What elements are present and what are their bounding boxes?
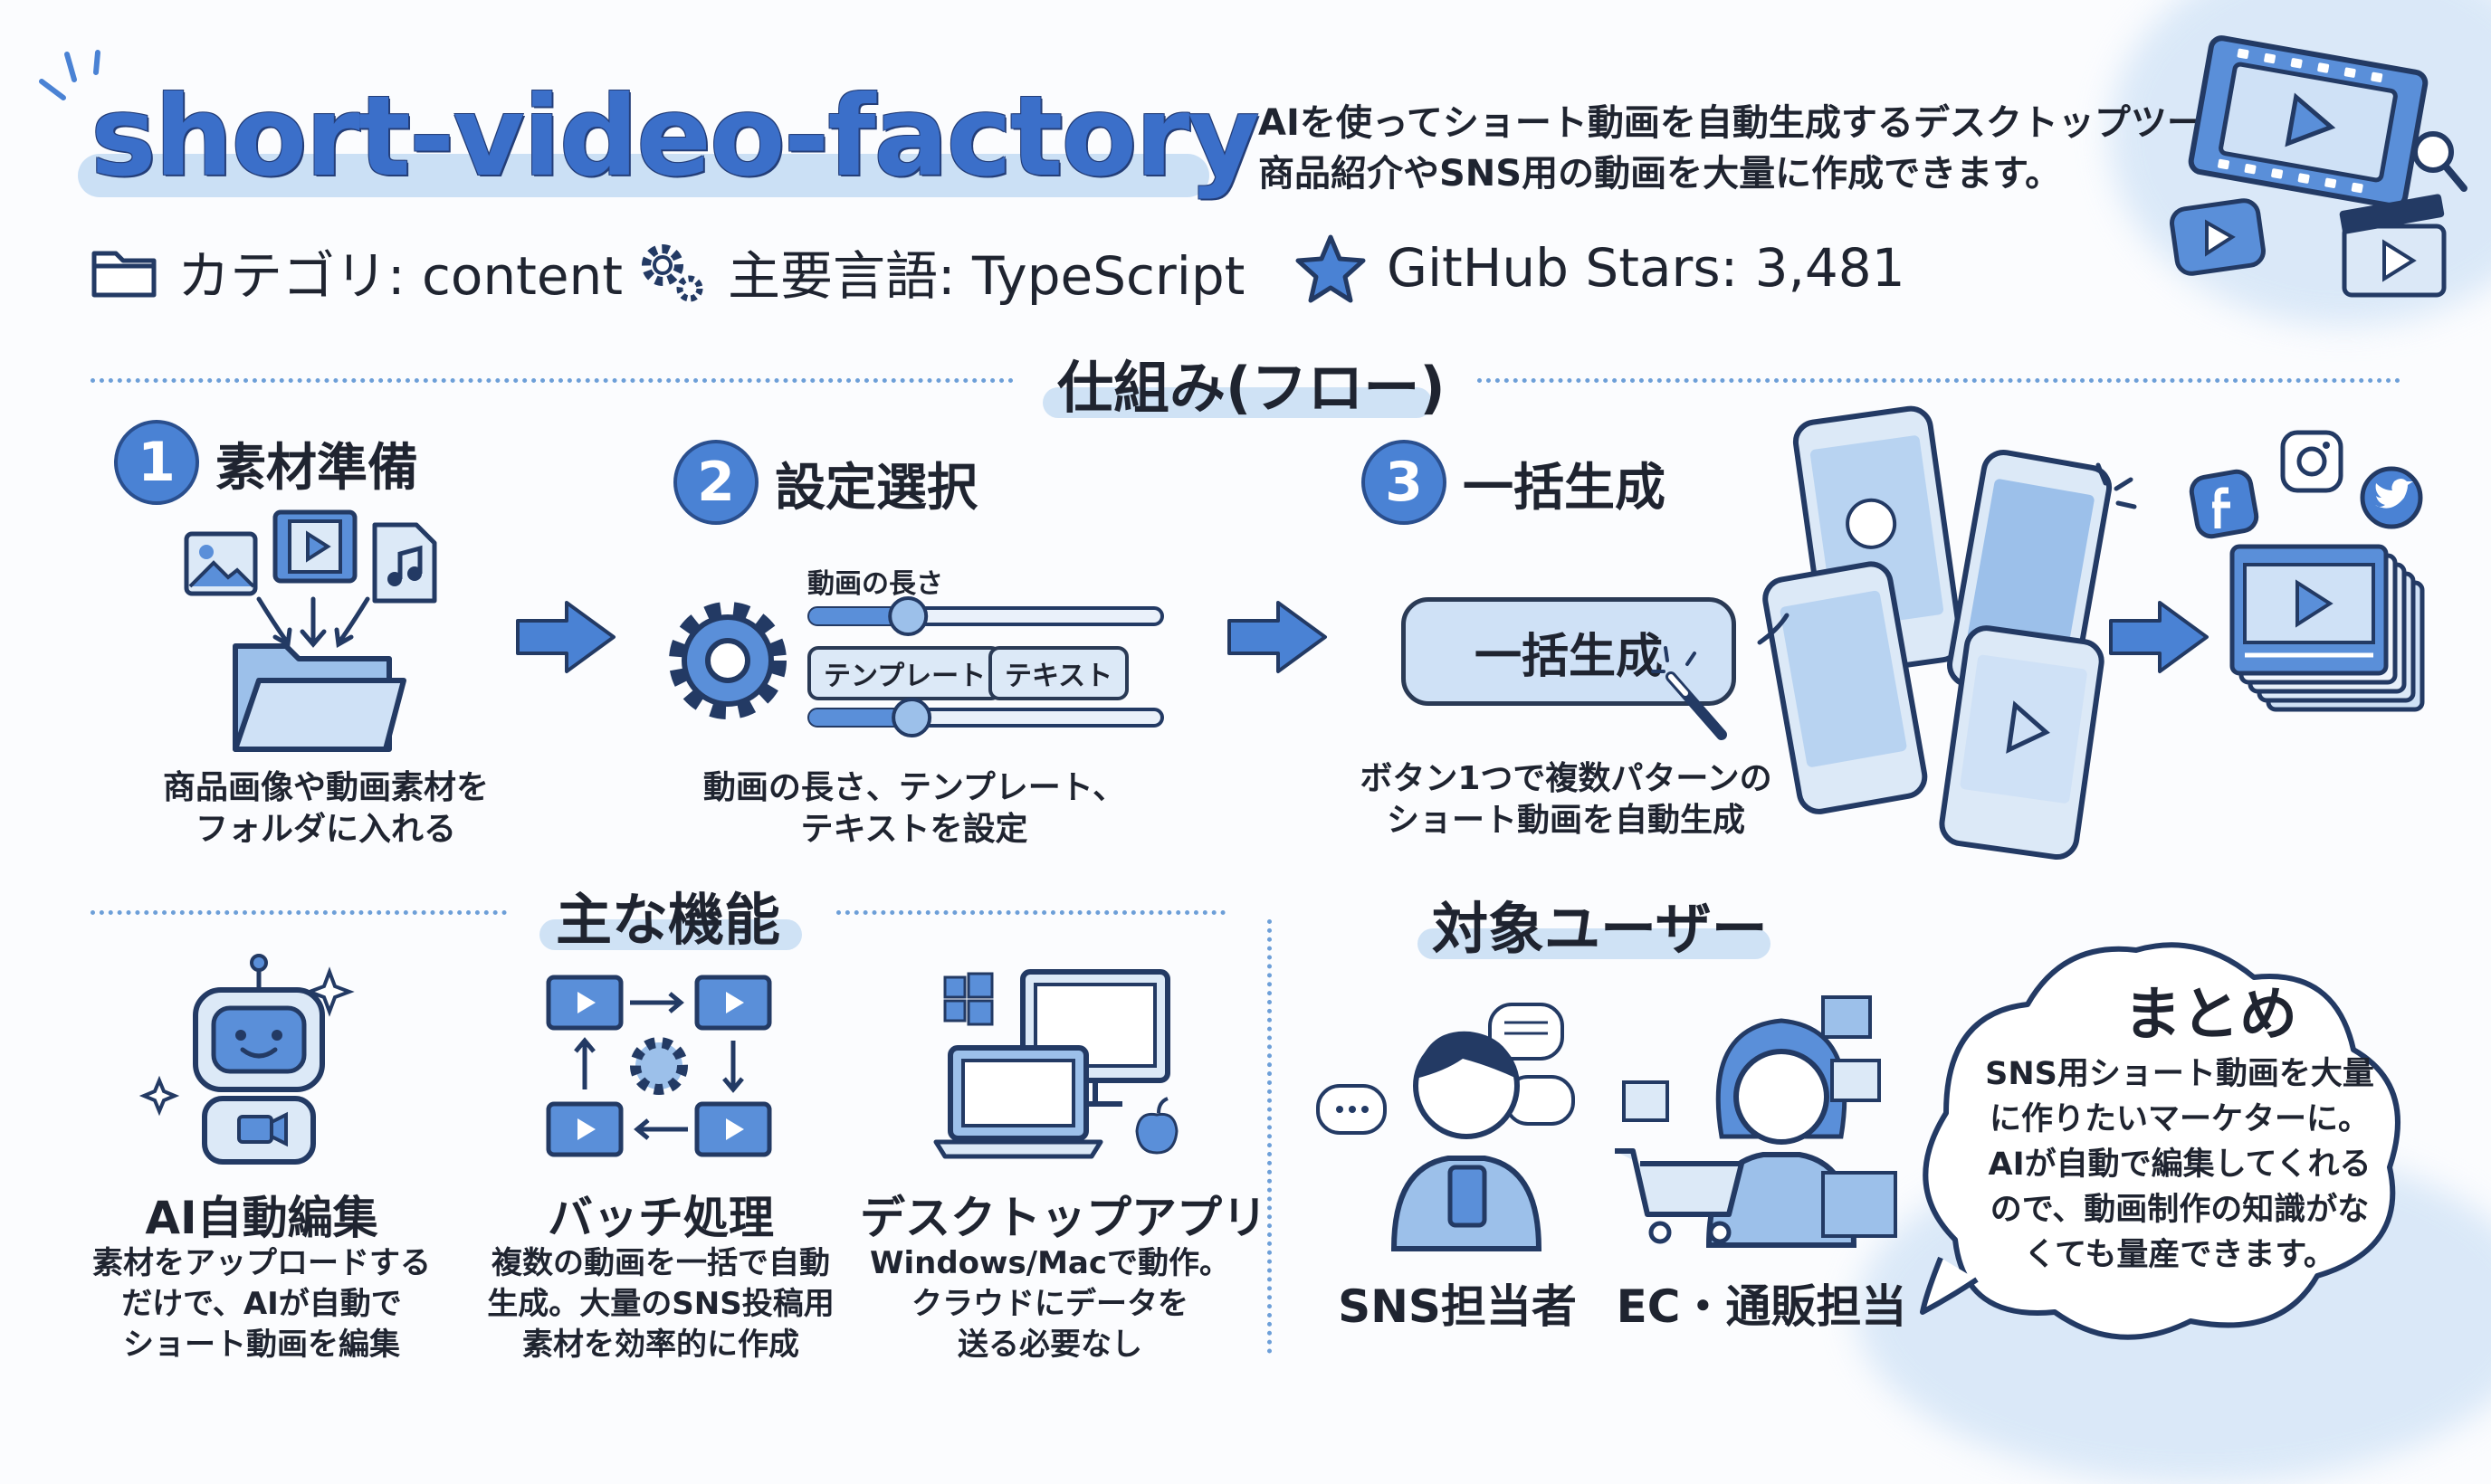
- step-3-number: 3: [1361, 440, 1446, 525]
- feature-1-title: AI自動編集: [145, 1192, 378, 1244]
- summary-line-2: に作りたいマーケターに。: [1989, 1101, 2370, 1137]
- category-meta: カテゴリ: content: [91, 233, 623, 309]
- instagram-icon: [2280, 430, 2343, 493]
- step-1-caption-line-1: 商品画像や動画素材を: [162, 769, 489, 806]
- length-slider-bottom[interactable]: [806, 697, 1168, 742]
- stars-meta: GitHub Stars: 3,481: [1294, 233, 1905, 303]
- feature-1-desc: 素材をアップロードする だけで、AIが自動で ショート動画を編集: [58, 1243, 465, 1365]
- step-2-label: 設定選択: [775, 459, 978, 518]
- play-button-icon: [2170, 198, 2266, 276]
- summary-cloud: [1920, 942, 2400, 1340]
- feature-2-desc-line-1: 複数の動画を一括で自動: [492, 1245, 830, 1281]
- magic-wand-icon: [1651, 646, 1727, 740]
- music-file-icon: [372, 522, 437, 604]
- sns-user-icon: [1316, 1003, 1575, 1251]
- step-1-label: 素材準備: [215, 439, 418, 498]
- features-section-title: 主な機能: [556, 887, 781, 953]
- sparkle-lines-icon: [39, 50, 100, 100]
- feature-3-desc: Windows/Macで動作。 クラウドにデータを 送る必要なし: [860, 1243, 1240, 1365]
- language-meta: 主要言語: TypeScript: [635, 233, 1245, 309]
- features-divider-left: [91, 910, 507, 915]
- page-title: short-video-factory: [91, 72, 1260, 201]
- feature-1-desc-line-3: ショート動画を編集: [123, 1327, 400, 1363]
- user-1-label: SNS担当者: [1338, 1280, 1577, 1333]
- flow-divider-right: [1477, 378, 2400, 383]
- feature-2-desc-line-2: 生成。大量のSNS投稿用: [487, 1286, 835, 1322]
- video-file-icon: [272, 509, 358, 584]
- stars-text: GitHub Stars: 3,481: [1387, 237, 1905, 299]
- feature-3-desc-line-3: 送る必要なし: [958, 1327, 1142, 1363]
- feature-1-desc-line-1: 素材をアップロードする: [92, 1245, 431, 1281]
- summary-line-1: SNS用ショート動画を大量: [1985, 1056, 2374, 1092]
- gears-icon: [642, 244, 703, 302]
- step-3-caption-line-1: ボタン1つで複数パターンの: [1360, 760, 1772, 797]
- summary-body: SNS用ショート動画を大量 に作りたいマーケターに。 AIが自動で編集してくれる…: [1971, 1051, 2388, 1278]
- robot-icon: [138, 954, 355, 1165]
- user-2-label: EC・通販担当: [1616, 1280, 1907, 1333]
- step-1-number: 1: [114, 420, 199, 505]
- flow-divider-left: [91, 378, 1014, 383]
- step-2-caption-line-1: 動画の長さ、テンプレート、: [702, 769, 1126, 806]
- text-pill[interactable]: テキスト: [988, 646, 1130, 700]
- template-pill[interactable]: テンプレート: [807, 646, 1003, 700]
- feature-3-title: デスクトップアプリ: [860, 1192, 1267, 1244]
- length-label: 動画の長さ: [807, 568, 943, 600]
- description-line-2: 商品紹介やSNS用の動画を大量に作成できます。: [1258, 153, 2062, 195]
- language-text: 主要言語: TypeScript: [728, 245, 1246, 307]
- desktop-app-icon: [933, 969, 1179, 1159]
- batch-process-icon: [546, 975, 772, 1157]
- vertical-divider: [1267, 919, 1272, 1354]
- feature-2-desc: 複数の動画を一括で自動 生成。大量のSNS投稿用 素材を効率的に作成: [453, 1243, 869, 1365]
- step-1-caption-line-2: フォルダに入れる: [195, 811, 456, 848]
- image-file-icon: [184, 531, 258, 596]
- flow-arrow-2: [1227, 601, 1327, 673]
- title-highlight: [78, 154, 1209, 197]
- summary-line-4: ので、動画制作の知識がな: [1990, 1192, 2370, 1228]
- step-3-caption-line-2: ショート動画を自動生成: [1386, 802, 1745, 839]
- category-text: カテゴリ: content: [177, 245, 624, 307]
- length-slider-top[interactable]: [806, 595, 1168, 641]
- folder-icon: [91, 251, 157, 298]
- flow-section-title: 仕組み(フロー): [1057, 355, 1446, 421]
- features-divider-right: [836, 910, 1226, 915]
- feature-3-desc-line-1: Windows/Macで動作。: [869, 1245, 1231, 1281]
- smartphones-illustration: [1757, 405, 2113, 861]
- features-title-highlight: [539, 919, 802, 950]
- step-3-caption: ボタン1つで複数パターンの ショート動画を自動生成: [1340, 758, 1792, 842]
- users-section-title: 対象ユーザー: [1432, 896, 1768, 962]
- step-3-label: 一括生成: [1463, 459, 1665, 518]
- step-2-caption-line-2: テキストを設定: [800, 811, 1028, 848]
- feature-2-desc-line-3: 素材を効率的に作成: [522, 1327, 799, 1363]
- summary-line-5: くても量産できます。: [2024, 1237, 2335, 1273]
- flow-arrow-1: [516, 601, 616, 673]
- twitter-icon: [2360, 466, 2423, 529]
- feature-1-desc-line-2: だけで、AIが自動で: [121, 1286, 402, 1322]
- header-description: AIを使ってショート動画を自動生成するデスクトップツール。 商品紹介やSNS用の…: [1258, 98, 2276, 199]
- summary-title: まとめ: [2124, 982, 2297, 1049]
- description-line-1: AIを使ってショート動画を自動生成するデスクトップツール。: [1258, 102, 2276, 144]
- star-icon: [1295, 234, 1366, 303]
- film-strip-icon: [2188, 35, 2429, 209]
- settings-gear-icon: [669, 602, 787, 719]
- step-2-number: 2: [673, 440, 759, 525]
- ec-user-icon: [1615, 995, 1897, 1248]
- facebook-icon: [2189, 469, 2259, 539]
- clapperboard-icon: [2339, 194, 2447, 298]
- feature-3-desc-line-2: クラウドにデータを: [911, 1286, 1188, 1322]
- step-2-caption: 動画の長さ、テンプレート、 テキストを設定: [697, 767, 1131, 851]
- summary-line-3: AIが自動で編集してくれる: [1988, 1146, 2372, 1183]
- stacked-videos-icon: [2229, 544, 2425, 712]
- users-title-highlight: [1417, 928, 1770, 959]
- open-folder-icon: [233, 643, 406, 752]
- step-1-caption: 商品画像や動画素材を フォルダに入れる: [136, 767, 516, 851]
- burst-lines-icon: [2095, 462, 2137, 509]
- flow-arrow-3: [2109, 601, 2209, 673]
- flow-title-highlight: [1043, 387, 1432, 418]
- feature-2-title: バッチ処理: [548, 1192, 774, 1244]
- magnifier-icon: [2412, 131, 2467, 192]
